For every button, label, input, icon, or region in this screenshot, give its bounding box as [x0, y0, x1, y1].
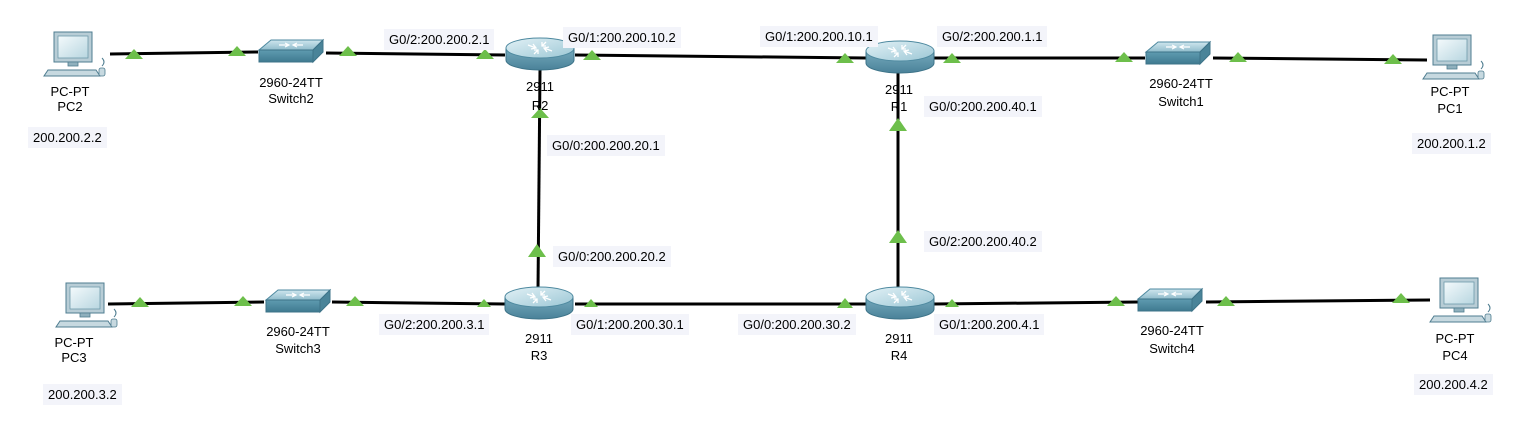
device-type-label: 2911: [526, 79, 554, 94]
router-icon[interactable]: [865, 286, 935, 320]
device-name-label: PC3: [61, 350, 87, 365]
pc-ip-label: 200.200.4.2: [1414, 374, 1493, 395]
interface-label: G0/2:200.200.40.2: [924, 231, 1042, 252]
device-type-label: PC-PT: [1435, 331, 1475, 346]
pc-icon[interactable]: [43, 31, 106, 77]
port-indicator: [584, 299, 598, 307]
port-indicator: [1229, 52, 1247, 62]
device-type-label: PC-PT: [54, 335, 94, 350]
link-switch2-r2[interactable]: [325, 51, 506, 57]
port-indicator: [228, 46, 246, 56]
switch-icon[interactable]: [1145, 41, 1211, 65]
port-indicator: [889, 118, 907, 131]
pc-icon[interactable]: [1422, 34, 1485, 80]
device-name-label: Switch1: [1158, 94, 1204, 109]
device-type-label: 2960-24TT: [259, 75, 323, 90]
device-type-label: 2960-24TT: [266, 324, 330, 339]
pc-icon[interactable]: [55, 282, 118, 328]
device-name-label: R4: [890, 348, 908, 363]
switch-icon[interactable]: [258, 39, 324, 63]
pc-ip-label: 200.200.2.2: [28, 127, 107, 148]
interface-label: G0/2:200.200.2.1: [384, 29, 495, 50]
port-indicator: [346, 296, 364, 306]
interface-label: G0/1:200.200.10.1: [760, 26, 878, 47]
port-indicator: [945, 299, 959, 307]
link-r2-r1[interactable]: [574, 53, 867, 60]
interface-label: G0/0:200.200.20.2: [553, 246, 671, 267]
interface-label: G0/0:200.200.20.1: [547, 135, 665, 156]
port-indicator: [1115, 52, 1133, 62]
port-indicator: [1392, 293, 1410, 303]
port-indicator: [125, 49, 143, 59]
port-indicator: [234, 296, 252, 306]
pc-ip-label: 200.200.1.2: [1412, 133, 1491, 154]
device-type-label: PC-PT: [50, 84, 90, 99]
port-indicators: [125, 46, 1410, 308]
port-indicator: [528, 244, 546, 257]
link-switch3-r3[interactable]: [331, 300, 506, 306]
router-icon[interactable]: [504, 286, 574, 320]
port-indicator: [943, 53, 961, 63]
device-type-label: 2960-24TT: [1140, 323, 1204, 338]
switch-icon[interactable]: [1137, 288, 1203, 312]
device-type-label: PC-PT: [1430, 84, 1470, 99]
interface-label: G0/2:200.200.3.1: [379, 314, 490, 335]
port-indicator: [1384, 54, 1402, 64]
device-name-label: R2: [531, 98, 549, 113]
switch-icon[interactable]: [265, 289, 331, 313]
port-indicator: [339, 46, 357, 56]
device-name-label: Switch4: [1149, 341, 1195, 356]
links: [107, 50, 1431, 306]
device-type-label: 2911: [525, 331, 553, 346]
device-name-label: R3: [530, 348, 548, 363]
link-switch4-pc4[interactable]: [1205, 298, 1431, 304]
port-indicator: [1217, 296, 1235, 306]
device-type-label: 2960-24TT: [1149, 76, 1213, 91]
interface-label: G0/1:200.200.30.1: [571, 314, 689, 335]
link-r4-switch4[interactable]: [933, 300, 1139, 306]
device-type-label: 2911: [885, 331, 913, 346]
port-indicator: [583, 50, 601, 60]
port-indicator: [1107, 296, 1125, 306]
device-name-label: Switch2: [268, 91, 314, 106]
pc-icon[interactable]: [1429, 277, 1492, 323]
port-indicator: [531, 108, 549, 118]
interface-label: G0/0:200.200.40.1: [924, 96, 1042, 117]
port-indicator: [476, 49, 494, 59]
device-name-label: R1: [890, 99, 908, 114]
interface-label: G0/1:200.200.10.2: [563, 27, 681, 48]
device-name-label: PC4: [1442, 348, 1468, 363]
port-indicator: [477, 299, 491, 307]
port-indicator: [837, 298, 853, 308]
interface-label: G0/0:200.200.30.2: [738, 314, 856, 335]
device-name-label: PC1: [1437, 101, 1463, 116]
interface-label: G0/2:200.200.1.1: [937, 26, 1048, 47]
pc-ip-label: 200.200.3.2: [43, 384, 122, 405]
device-name-label: Switch3: [275, 341, 321, 356]
port-indicator: [836, 53, 854, 63]
port-indicator: [889, 230, 907, 243]
device-name-label: PC2: [57, 99, 83, 114]
interface-label: G0/1:200.200.4.1: [934, 314, 1045, 335]
port-indicator: [131, 297, 149, 307]
device-type-label: 2911: [885, 82, 913, 97]
